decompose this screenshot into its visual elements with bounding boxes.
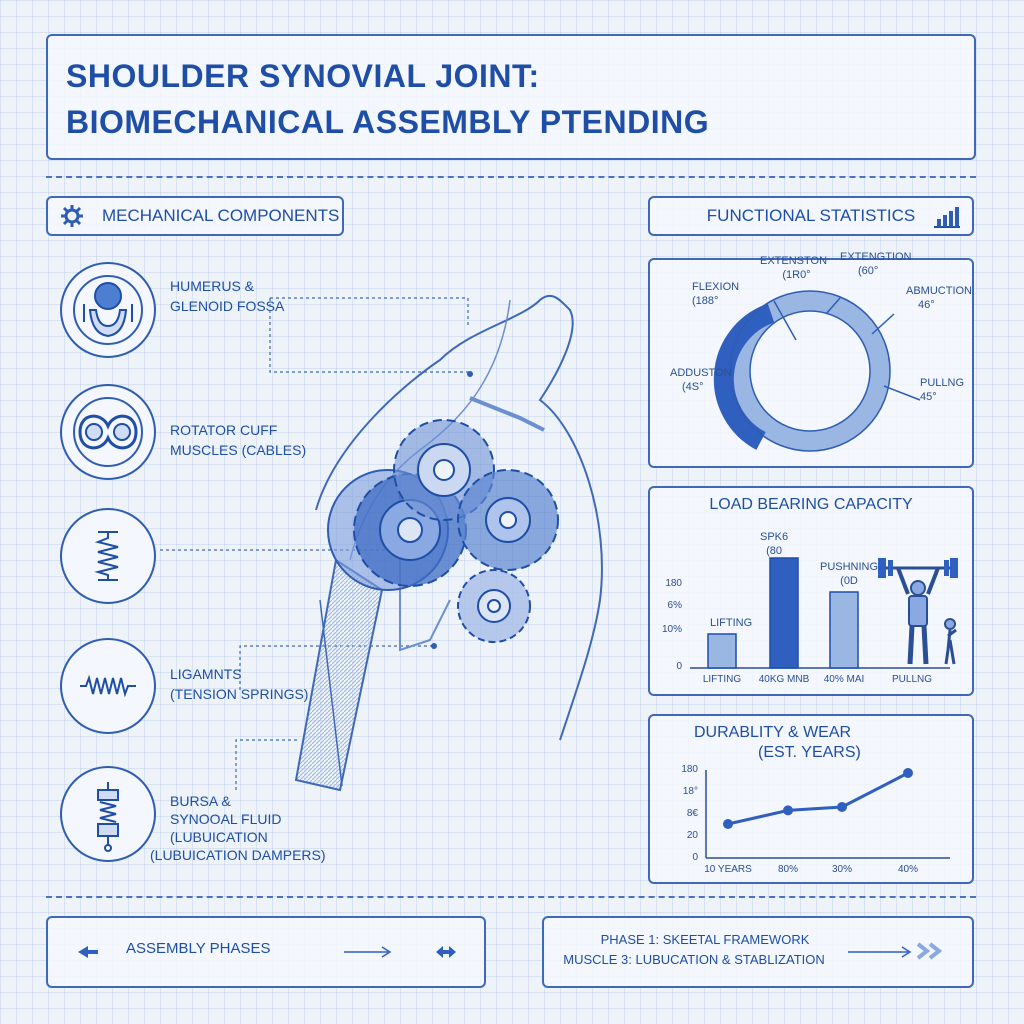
humerus-head-icon [73, 275, 143, 345]
stats-header: FUNCTIONAL STATISTICS [648, 196, 974, 236]
clavicle [469, 396, 545, 432]
arrow-right-icon [848, 946, 912, 958]
ring-chart [713, 290, 921, 452]
phase-detail-text: PHASE 1: SKEETAL FRAMEWORK MUSCLE 3: LUB… [563, 932, 825, 967]
components-header-label: MECHANICAL COMPONENTS [102, 206, 340, 225]
load-bar-chart [690, 557, 950, 669]
spring-icon [94, 531, 119, 581]
durability-y-tick: 180 [681, 764, 698, 775]
components-header: MECHANICAL COMPONENTS [46, 196, 344, 236]
durability-y-tick: 20 [686, 830, 698, 841]
bar-chart-icon [934, 207, 960, 228]
durability-line [727, 771, 909, 826]
load-panel: LOAD BEARING CAPACITY 180 6% 10% 0 LIFTI… [648, 486, 974, 696]
double-chevron-right-icon[interactable] [916, 942, 946, 960]
load-bar [769, 557, 799, 669]
component-humerus-circle [60, 262, 156, 358]
load-bar [829, 591, 859, 669]
load-y-tick: 6% [667, 600, 682, 611]
bar-label-pushing: PUSHNING(0D [820, 561, 879, 587]
durability-chart-subtitle: (EST. YEARS) [758, 744, 861, 761]
load-y-tick: 0 [676, 661, 682, 672]
load-bar [707, 633, 737, 669]
load-y-tick: 180 [665, 578, 682, 589]
durability-point [783, 805, 793, 816]
title-panel: SHOULDER SYNOVIAL JOINT: BIOMECHANICAL A… [46, 34, 976, 160]
load-x-label: 40% MAI [823, 674, 865, 685]
double-arrow-icon[interactable] [434, 944, 458, 960]
gear-small [457, 569, 531, 643]
durability-x-label: 40% [897, 864, 919, 875]
component-ligament-label: LIGAMNTS(TENSION SPRINGS) [170, 666, 309, 702]
ring-label-flexion: FLEXION(188° [692, 281, 740, 307]
arrow-left-icon[interactable] [76, 944, 100, 960]
gear-icon [61, 205, 83, 227]
durability-panel: DURABLITY & WEAR (EST. YEARS) 180 18° 8€… [648, 714, 974, 884]
durability-point [723, 819, 733, 829]
component-humerus-label: HUMERUS &GLENOID FOSSA [170, 278, 285, 314]
durability-y-tick: 0 [692, 852, 698, 863]
durability-point [903, 768, 913, 778]
bar-label-spk: SPK6(80 [760, 531, 789, 557]
damper-icon [97, 782, 119, 852]
bottom-divider [46, 896, 976, 898]
load-x-label: 40KG MNB [758, 674, 810, 685]
load-x-label: PULLNG [891, 674, 933, 685]
component-rotator-circle [60, 384, 156, 480]
durability-x-label: 10 YEARS [704, 864, 752, 875]
component-spring-circle [60, 508, 156, 604]
durability-x-label: 30% [831, 864, 853, 875]
durability-x-label: 80% [777, 864, 799, 875]
tension-spring-icon [80, 674, 136, 698]
durability-chart-title: DURABLITY & WEAR [694, 724, 852, 741]
assembly-phases-panel: ASSEMBLY PHASES [46, 916, 486, 988]
page-title: SHOULDER SYNOVIAL JOINT: [66, 58, 540, 94]
durability-y-tick: 18° [682, 786, 698, 797]
load-chart-title: LOAD BEARING CAPACITY [709, 496, 913, 513]
component-bursa-circle [60, 766, 156, 862]
stats-header-label: FUNCTIONAL STATISTICS [706, 206, 916, 225]
torso-outline [315, 294, 603, 741]
durability-line-chart [705, 768, 950, 859]
ring-label-extention: EXTENGTION(60° [840, 251, 912, 277]
durability-y-tick: 8€ [686, 808, 698, 819]
rotator-cuff-icon [73, 397, 143, 467]
ring-label-extension: EXTENSTON(1R0° [760, 255, 828, 281]
load-y-tick: 10% [661, 624, 682, 635]
ring-panel: EXTENSTON(1R0° EXTENGTION(60° FLEXION(18… [648, 251, 974, 468]
assembly-phases-label: ASSEMBLY PHASES [126, 940, 271, 957]
component-ligament-circle [60, 638, 156, 734]
weightlifter-icon [878, 558, 958, 665]
arrow-right-icon [344, 946, 392, 958]
ring-label-adduction: ADDUSTON(4S° [670, 367, 732, 393]
load-x-label: LIFTING [702, 674, 742, 685]
page-subtitle: BIOMECHANICAL ASSEMBLY PTENDING [66, 104, 710, 140]
component-bursa-label: BURSA & SYNOOAL FLUID (LUBUICATION (LUBU… [150, 793, 326, 863]
small-figure-icon [944, 628, 957, 665]
gear-right [457, 469, 559, 571]
leader-lines [160, 297, 472, 790]
durability-point [837, 802, 847, 812]
top-divider [46, 176, 976, 178]
phase-detail-panel: PHASE 1: SKEETAL FRAMEWORK MUSCLE 3: LUB… [542, 916, 974, 988]
bar-label-lifting: LIFTING [710, 617, 753, 629]
